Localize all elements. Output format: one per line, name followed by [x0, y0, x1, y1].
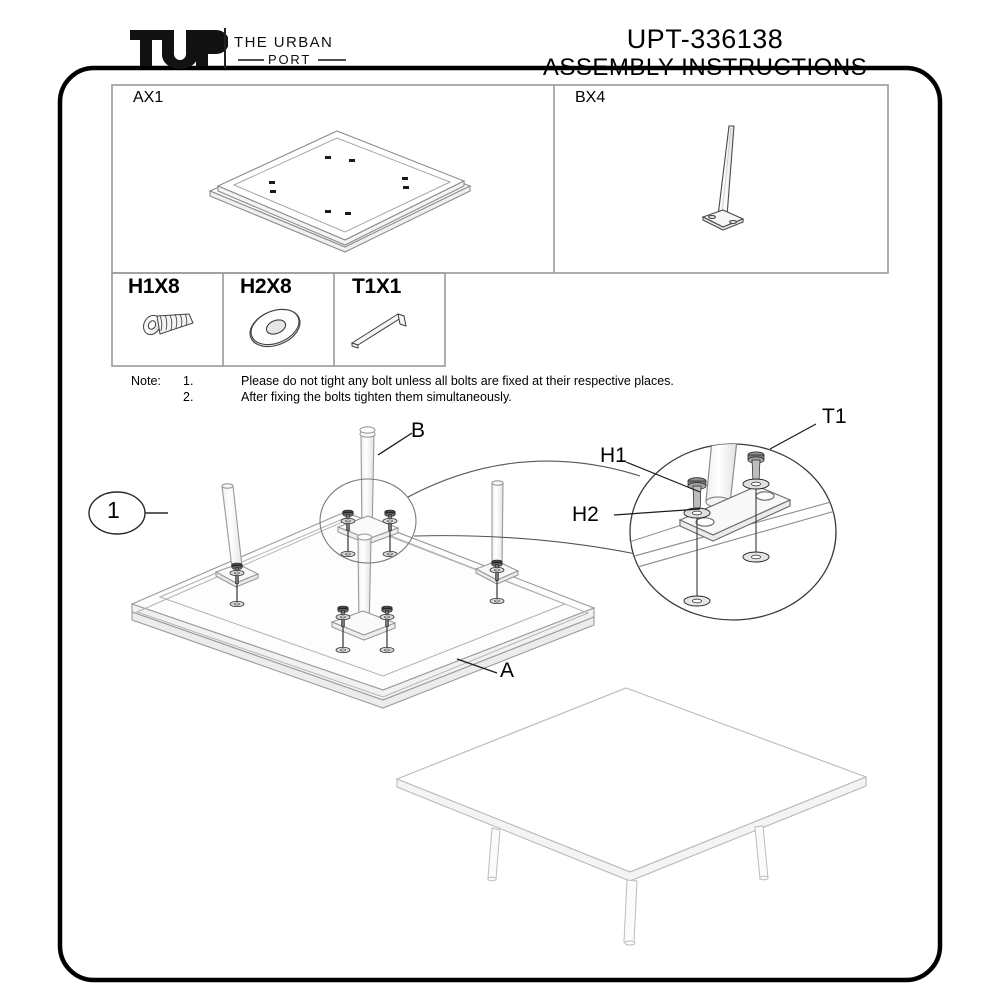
detail-bolt-left — [683, 477, 711, 607]
notes-block: Note: 1. Please do not tight any bolt un… — [131, 373, 891, 405]
callout-label-b: B — [411, 419, 426, 442]
washer-icon — [249, 308, 301, 348]
step-number: 1 — [107, 497, 120, 523]
part-label-h1: H1X8 — [128, 275, 180, 298]
leader-line-h1 — [625, 461, 701, 493]
callout-label-h1: H1 — [600, 444, 627, 467]
brand-logo: THE URBAN PORT — [128, 26, 348, 72]
part-a-tabletop-drawing — [208, 130, 472, 253]
tup-mark-icon — [130, 28, 228, 69]
finished-table-drawing — [395, 687, 868, 946]
note-number: 2. — [183, 390, 194, 404]
leader-line-b — [377, 432, 413, 456]
notes-heading: Note: — [131, 374, 161, 388]
detail-bolt-right — [742, 451, 770, 563]
callout-label-t1: T1 — [822, 405, 847, 428]
callout-label-h2: H2 — [572, 503, 599, 526]
sheet-border — [57, 65, 943, 983]
note-text: Please do not tight any bolt unless all … — [241, 374, 674, 388]
part-label-h2: H2X8 — [240, 275, 292, 298]
detail-view — [407, 423, 837, 621]
bolt-icon — [143, 313, 194, 336]
fastener-group-left — [229, 562, 245, 608]
notes-heading-spacer — [131, 389, 183, 405]
document-code: UPT-336138 — [626, 24, 784, 54]
part-label-a: AX1 — [133, 89, 164, 106]
brand-line2: PORT — [268, 52, 311, 67]
part-b-leg-drawing — [701, 125, 745, 231]
allen-key-icon — [350, 313, 407, 349]
leader-line-a — [456, 658, 498, 674]
leader-line-t1 — [769, 423, 817, 450]
note-row: 2. After fixing the bolts tighten them s… — [131, 389, 891, 405]
brand-wordmark-icon: THE URBAN PORT — [234, 34, 346, 67]
fastener-group-right — [489, 559, 505, 605]
parts-table — [111, 84, 889, 367]
brand-line1: THE URBAN — [234, 34, 333, 51]
detail-source-ellipse — [319, 478, 417, 564]
callout-label-a: A — [500, 659, 515, 682]
note-row: Note: 1. Please do not tight any bolt un… — [131, 373, 891, 389]
part-label-t1: T1X1 — [352, 275, 401, 298]
document-subtitle: ASSEMBLY INSTRUCTIONS — [542, 54, 868, 81]
document-title-block: UPT-336138 ASSEMBLY INSTRUCTIONS — [520, 24, 890, 81]
fastener-group-back-center — [340, 509, 398, 558]
detail-connector-arc — [407, 460, 641, 498]
leader-line-h2 — [613, 508, 701, 516]
part-label-b: BX4 — [575, 89, 606, 106]
fastener-group-front-center — [335, 605, 395, 654]
note-text: After fixing the bolts tighten them simu… — [241, 390, 512, 404]
exploded-assembly-drawing — [130, 426, 596, 709]
note-number: 1. — [183, 374, 194, 388]
